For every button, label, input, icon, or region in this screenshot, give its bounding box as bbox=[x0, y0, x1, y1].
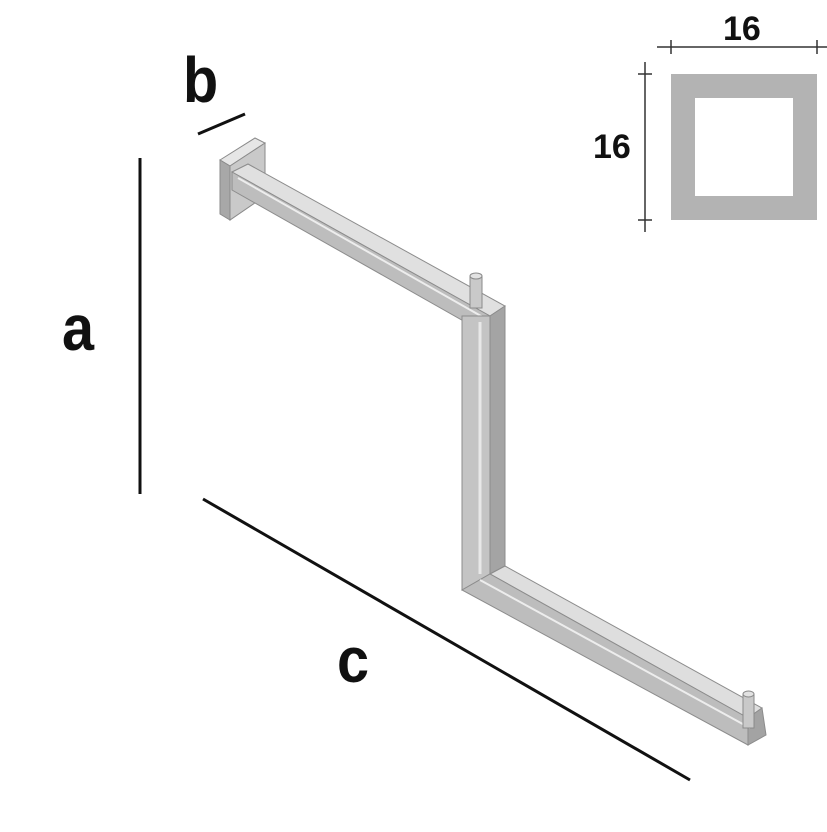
cross-section-width-label: 16 bbox=[723, 10, 761, 48]
cross-section bbox=[638, 40, 827, 232]
dimension-label-b: b bbox=[183, 44, 219, 116]
vertical-riser bbox=[461, 305, 506, 591]
cross-section-height-label: 16 bbox=[593, 128, 631, 166]
dimension-label-c: c bbox=[337, 624, 370, 696]
dimension-label-a: a bbox=[62, 292, 95, 364]
upper-pin bbox=[469, 272, 483, 309]
upper-arm bbox=[230, 163, 506, 337]
dimension-line-b bbox=[197, 112, 246, 136]
dimension-line-c bbox=[202, 497, 691, 782]
lower-arm bbox=[460, 565, 767, 746]
cross-section-square-tube bbox=[671, 74, 817, 220]
lower-pin bbox=[742, 690, 755, 729]
